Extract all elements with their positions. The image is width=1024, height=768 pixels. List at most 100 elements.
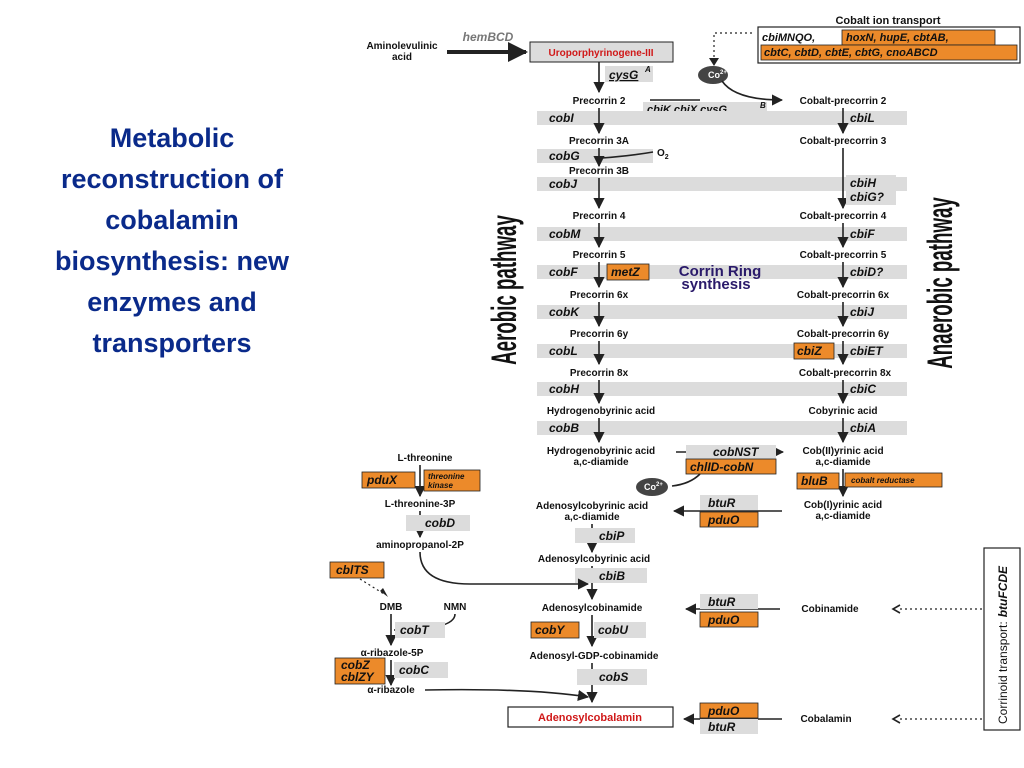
adocby-diamide-1: Adenosylcobyrinic acid xyxy=(536,501,648,512)
title-line-2: reconstruction of xyxy=(60,164,283,194)
corrin-ring-line1: Corrin Ring xyxy=(679,263,762,280)
cob2-label-2: a,c-diamide xyxy=(815,457,870,468)
title-line-4: biosynthesis: new xyxy=(54,246,290,276)
transport-genes-cbiMNQO: cbiMNQO, xyxy=(762,32,815,44)
cobB-gene: cobB xyxy=(549,421,579,435)
title-line-1: Metabolic xyxy=(109,123,235,153)
cobF-gene: cobF xyxy=(549,265,578,279)
cobNST-box xyxy=(686,445,776,459)
dmb-label: DMB xyxy=(380,602,403,613)
aminopropanol-2p: aminopropanol-2P xyxy=(376,540,464,551)
cobU-box xyxy=(594,622,646,638)
corrinoid-arrowhead-1 xyxy=(891,604,901,614)
cysG-sup: A xyxy=(644,65,651,74)
adogdp-label: Adenosyl-GDP-cobinamide xyxy=(530,651,659,662)
transport-dotted-arrowhead xyxy=(709,58,719,66)
o2-line xyxy=(601,151,654,159)
title-line-3: cobalamin xyxy=(105,205,239,235)
cblTS-gene: cblTS xyxy=(336,563,369,577)
corrinoid-arrowhead-2 xyxy=(891,714,901,724)
co-ion-bottom-label: Co2+ xyxy=(644,482,663,492)
co-ion-top-label: Co2+ xyxy=(708,70,727,80)
cobM-gene: cobM xyxy=(549,227,581,241)
chlID-gene: chlID-cobN xyxy=(690,460,754,474)
cbiJ-gene: cbiJ xyxy=(850,305,874,319)
cbiET-gene: cbiET xyxy=(850,344,884,358)
cbiG-gene: cbiG? xyxy=(850,190,885,204)
cobG-gene: cobG xyxy=(549,149,580,163)
l-threonine-3p: L-threonine-3P xyxy=(385,499,456,510)
o2-label: O2 xyxy=(657,148,669,161)
cobinamide-label: Cobinamide xyxy=(801,604,859,615)
hbad-label-2: a,c-diamide xyxy=(573,457,628,468)
threonine-kinase-1: threonine xyxy=(428,472,465,481)
cbiB-gene: cbiB xyxy=(599,569,625,583)
cobC-gene: cobC xyxy=(399,663,429,677)
btuR-gene-2: btuR xyxy=(708,595,736,609)
cobalt-precorrin8x: Cobalt-precorrin 8x xyxy=(799,368,892,379)
btuR-gene-1: btuR xyxy=(708,496,736,510)
cbiP-box xyxy=(575,528,635,543)
cbiZ-box xyxy=(793,342,835,360)
uroporphyrinogen-label: Uroporphyrinogene-III xyxy=(549,48,654,59)
precorrin8x: Precorrin 8x xyxy=(570,368,629,379)
cbiL-gene: cbiL xyxy=(850,111,875,125)
hydrogenobyrinic-acid: Hydrogenobyrinic acid xyxy=(547,406,655,417)
transport-genes-line2: cbtC, cbtD, cbtE, cbtG, cnoABCD xyxy=(764,47,938,59)
btuR-box-1 xyxy=(700,495,758,510)
cbiF-gene: cbiF xyxy=(850,227,875,241)
threonine-kinase-2: kinase xyxy=(428,481,453,490)
cobT-box xyxy=(395,622,445,638)
cobalt-precorrin5: Cobalt-precorrin 5 xyxy=(800,250,887,261)
ribazole-5p-label: α-ribazole-5P xyxy=(361,648,424,659)
corrinoid-transport-box xyxy=(983,547,1021,731)
chlID-box xyxy=(685,458,777,475)
precorrin6x: Precorrin 6x xyxy=(570,290,629,301)
cobZ-gene: cobZ xyxy=(341,658,370,672)
pduO-box-3 xyxy=(699,702,759,719)
cobNST-gene: cobNST xyxy=(713,445,760,459)
btuR-box-2 xyxy=(700,594,758,609)
cbiC-gene: cbiC xyxy=(850,382,876,396)
hbad-label-1: Hydrogenobyrinic acid xyxy=(547,446,655,457)
cblTS-box xyxy=(329,561,385,579)
ribazole-to-cobS-arrow xyxy=(424,688,590,701)
band-cobJ xyxy=(537,177,907,191)
hemBCD-gene: hemBCD xyxy=(463,30,514,44)
aminolevulinic-label-2: acid xyxy=(392,52,412,63)
precorrin2: Precorrin 2 xyxy=(573,96,626,107)
cblTS-dotted xyxy=(359,578,385,595)
cobalt-precorrin2: Cobalt-precorrin 2 xyxy=(800,96,887,107)
adocby-acid: Adenosylcobyrinic acid xyxy=(538,554,650,565)
cobalt-precorrin6x: Cobalt-precorrin 6x xyxy=(797,290,890,301)
title-line-5: enzymes and xyxy=(87,287,257,317)
anaerobic-pathway-label: Anaerobic pathway xyxy=(921,197,960,369)
precorrin3b: Precorrin 3B xyxy=(569,166,629,177)
transport-highlight-2 xyxy=(760,44,1018,61)
cobC-box xyxy=(394,662,448,678)
cbiB-box xyxy=(575,568,647,583)
cobalamin-label: Cobalamin xyxy=(800,714,851,725)
cblTS-arrowhead xyxy=(380,588,388,597)
uroporphyrinogen-box xyxy=(529,41,674,63)
co-ion-top xyxy=(698,66,728,84)
cobS-box xyxy=(577,669,647,685)
co-ion-bottom-line xyxy=(671,473,701,487)
cysG-box xyxy=(605,66,653,82)
aminopropanol-to-cbiB-arrow xyxy=(419,551,590,590)
cobS-gene: cobS xyxy=(599,670,628,684)
l-threonine: L-threonine xyxy=(398,453,453,464)
adocbl-label: Adenosylcobalamin xyxy=(538,712,642,724)
transport-genes-line1: hoxN, hupE, cbtAB, xyxy=(846,32,949,44)
pduX-box xyxy=(361,471,416,489)
adocbi-label: Adenosylcobinamide xyxy=(542,603,643,614)
cbiK-sup: B xyxy=(760,101,766,110)
cob1-label-1: Cob(I)yrinic acid xyxy=(804,500,882,511)
band-cobK xyxy=(537,305,907,319)
cobalt-reductase-label: cobalt reductase xyxy=(851,476,915,485)
band-cobH xyxy=(537,382,907,396)
pduO-gene-2: pduO xyxy=(707,613,740,627)
pduO-gene-3: pduO xyxy=(707,704,740,718)
bluB-gene: bluB xyxy=(801,474,828,488)
